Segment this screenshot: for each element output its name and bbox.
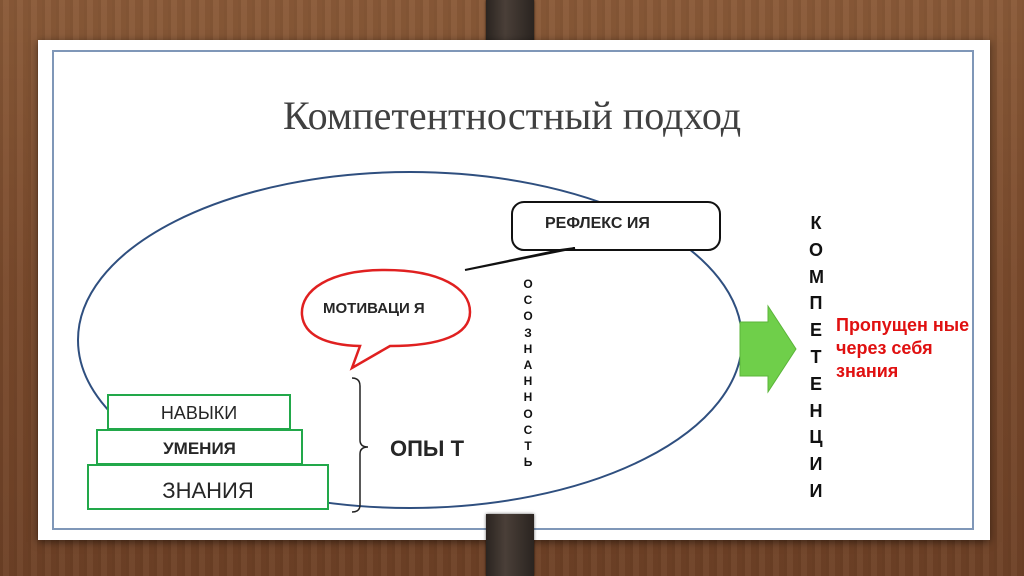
green-arrow: [739, 304, 797, 394]
binder-clip-bottom: [486, 514, 534, 576]
reflection-box: [511, 201, 721, 251]
internalized-knowledge-label: Пропущен ные через себя знания: [836, 315, 970, 381]
knowledge-box: [87, 464, 329, 510]
motivation-bubble: [300, 268, 472, 371]
abilities-box: [96, 429, 303, 465]
competencies-text: КОМПЕТЕНЦИИ: [809, 213, 824, 501]
experience-brace: [351, 377, 369, 513]
motivation-label: МОТИВАЦИ Я: [323, 298, 468, 320]
knowledge-label: ЗНАНИЯ: [162, 478, 254, 503]
reflection-label: РЕФЛЕКС ИЯ: [545, 214, 675, 234]
awareness-text: ОСОЗНАННОСТЬ: [523, 277, 533, 470]
reflection-pointer: [464, 247, 576, 271]
skills-label: НАВЫКИ: [160, 403, 238, 423]
competencies-vertical-text: КОМПЕТЕНЦИИ: [804, 210, 828, 505]
experience-label: ОПЫ Т: [390, 436, 465, 461]
page-title: Компетентностный подход: [282, 93, 742, 138]
motivation-text: МОТИВАЦИ Я: [323, 300, 425, 317]
reflection-text: РЕФЛЕКС ИЯ: [545, 215, 650, 232]
awareness-vertical-text: ОСОЗНАННОСТЬ: [518, 276, 538, 470]
abilities-label: УМЕНИЯ: [163, 439, 236, 458]
